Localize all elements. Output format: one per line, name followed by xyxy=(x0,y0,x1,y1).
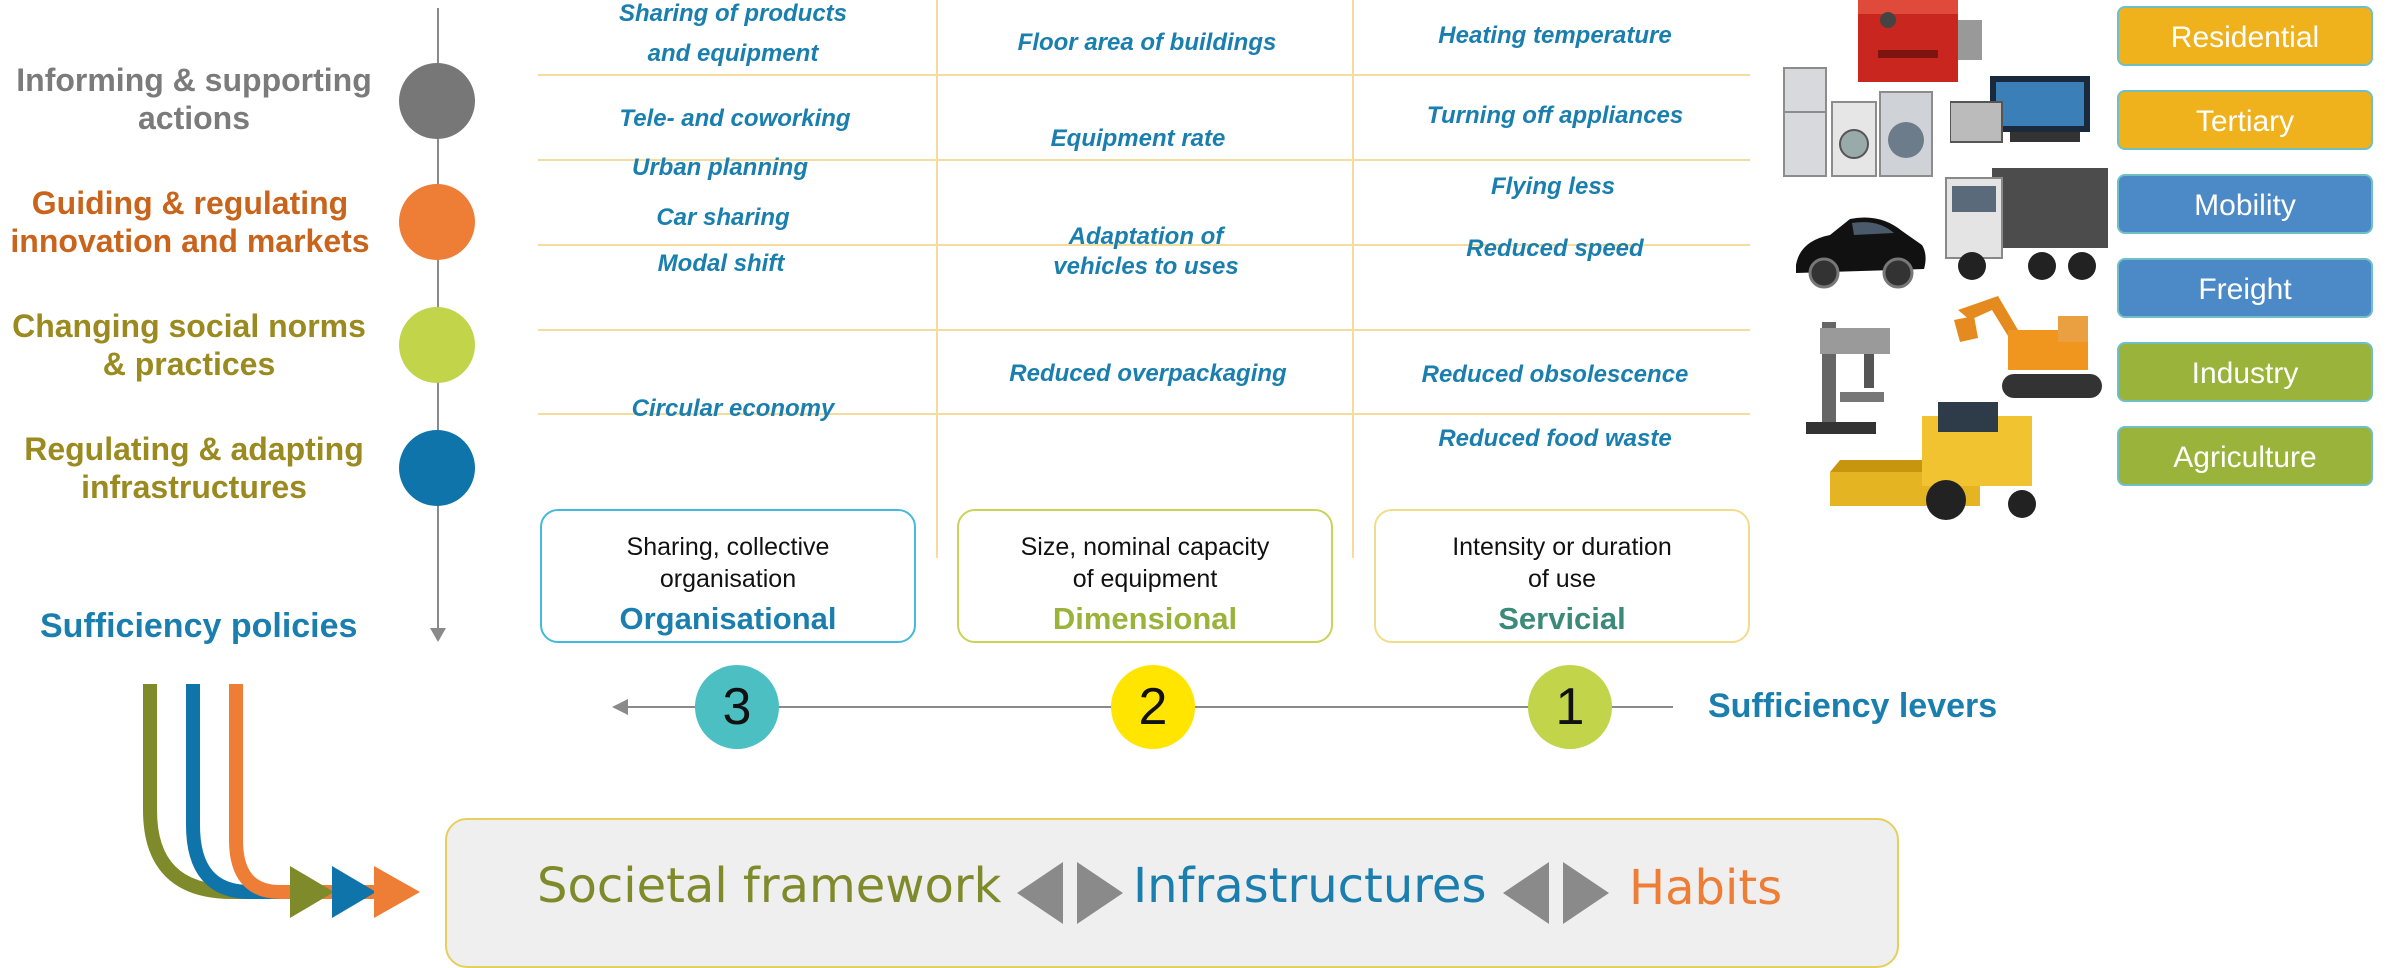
truck-icon xyxy=(1945,168,2108,280)
grid-row-line xyxy=(538,159,1750,161)
example-reduced-obsolescence: Reduced obsolescence xyxy=(1421,361,1689,388)
policy-dot-guiding xyxy=(399,184,475,260)
lever-desc-organisational: Sharing, collective organisation xyxy=(626,533,830,593)
framework-banner: Societal framework Infrastructures Habit… xyxy=(445,818,1899,968)
example-car-sharing: Car sharing xyxy=(656,204,790,231)
lever-box-dimensional: Size, nominal capacity of equipment Dime… xyxy=(957,509,1333,643)
example-floor-area: Floor area of buildings xyxy=(1017,29,1277,56)
example-reduced-speed: Reduced speed xyxy=(1466,235,1644,262)
framework-infrastructures: Infrastructures xyxy=(1133,858,1487,914)
blue-arrowhead xyxy=(332,866,376,918)
electronics-icon xyxy=(1950,76,2090,143)
grid-row-line xyxy=(538,413,1750,415)
grid-row-line xyxy=(538,74,1750,76)
policy-axis-arrowhead xyxy=(430,628,446,642)
example-adaptation-vehicles: Adaptation of vehicles to uses xyxy=(1053,223,1239,280)
policy-label-guiding: Guiding & regulating innovation and mark… xyxy=(10,185,370,259)
grid-col-line xyxy=(936,0,938,558)
example-overpackaging: Reduced overpackaging xyxy=(1009,360,1287,387)
orange-arrowhead xyxy=(374,866,420,918)
appliances-icon xyxy=(1783,67,1933,177)
lever-axis-arrowhead xyxy=(612,699,628,715)
olive-arrowhead xyxy=(290,866,334,918)
lever-number-3: 3 xyxy=(695,665,779,749)
grid-row-line xyxy=(538,329,1750,331)
sector-agriculture: Agriculture xyxy=(2117,426,2373,486)
framework-societal: Societal framework xyxy=(537,858,1002,914)
sector-freight: Freight xyxy=(2117,258,2373,318)
example-modal-shift: Modal shift xyxy=(657,250,785,277)
example-turning-off: Turning off appliances xyxy=(1426,102,1684,129)
example-circular-economy: Circular economy xyxy=(631,395,835,422)
olive-curve xyxy=(143,684,298,899)
sufficiency-levers-label: Sufficiency levers xyxy=(1708,687,1998,725)
double-arrow-icon xyxy=(1017,862,1123,924)
sector-industry: Industry xyxy=(2117,342,2373,402)
lever-number-1: 1 xyxy=(1528,665,1612,749)
sector-residential: Residential xyxy=(2117,6,2373,66)
example-flying-less: Flying less xyxy=(1490,173,1616,200)
grid-col-line xyxy=(1352,0,1354,558)
policy-label-informing: Informing & supporting actions xyxy=(16,62,372,136)
example-equipment-rate: Equipment rate xyxy=(1050,125,1226,152)
policy-dot-infrastructures xyxy=(399,430,475,506)
lever-desc-dimensional: Size, nominal capacity of equipment xyxy=(1020,533,1270,593)
boiler-icon xyxy=(1858,0,1982,82)
lever-desc-servicial: Intensity or duration of use xyxy=(1452,533,1672,593)
policy-label-social-norms: Changing social norms & practices xyxy=(12,308,366,382)
example-heating-temperature: Heating temperature xyxy=(1438,22,1672,49)
drill-press-icon xyxy=(1806,322,1890,434)
lever-box-servicial: Intensity or duration of use Servicial xyxy=(1374,509,1750,643)
car-icon xyxy=(1796,217,1926,289)
double-arrow-icon xyxy=(1503,862,1609,924)
policy-dot-informing xyxy=(399,63,475,139)
blue-curve xyxy=(186,684,338,899)
example-teleworking: Tele- and coworking xyxy=(619,105,851,132)
curved-arrows xyxy=(143,684,420,918)
policy-label-infrastructures: Regulating & adapting infrastructures xyxy=(24,431,364,505)
lever-number-2: 2 xyxy=(1111,665,1195,749)
policy-dot-social-norms xyxy=(399,307,475,383)
sector-tertiary: Tertiary xyxy=(2117,90,2373,150)
lever-title-dimensional: Dimensional xyxy=(1052,601,1238,636)
harvester-icon xyxy=(1830,402,2036,520)
lever-title-organisational: Organisational xyxy=(619,601,837,636)
example-urban-planning: Urban planning xyxy=(632,154,808,181)
sufficiency-policies-title: Sufficiency policies xyxy=(40,607,358,645)
lever-title-servicial: Servicial xyxy=(1498,601,1626,636)
sector-mobility: Mobility xyxy=(2117,174,2373,234)
excavator-icon xyxy=(1954,296,2102,398)
orange-curve xyxy=(229,684,380,899)
example-sharing: Sharing of products and equipment xyxy=(619,0,847,67)
example-food-waste: Reduced food waste xyxy=(1438,425,1672,452)
framework-habits: Habits xyxy=(1629,860,1783,916)
grid-row-line xyxy=(538,244,1750,246)
lever-box-organisational: Sharing, collective organisation Organis… xyxy=(540,509,916,643)
